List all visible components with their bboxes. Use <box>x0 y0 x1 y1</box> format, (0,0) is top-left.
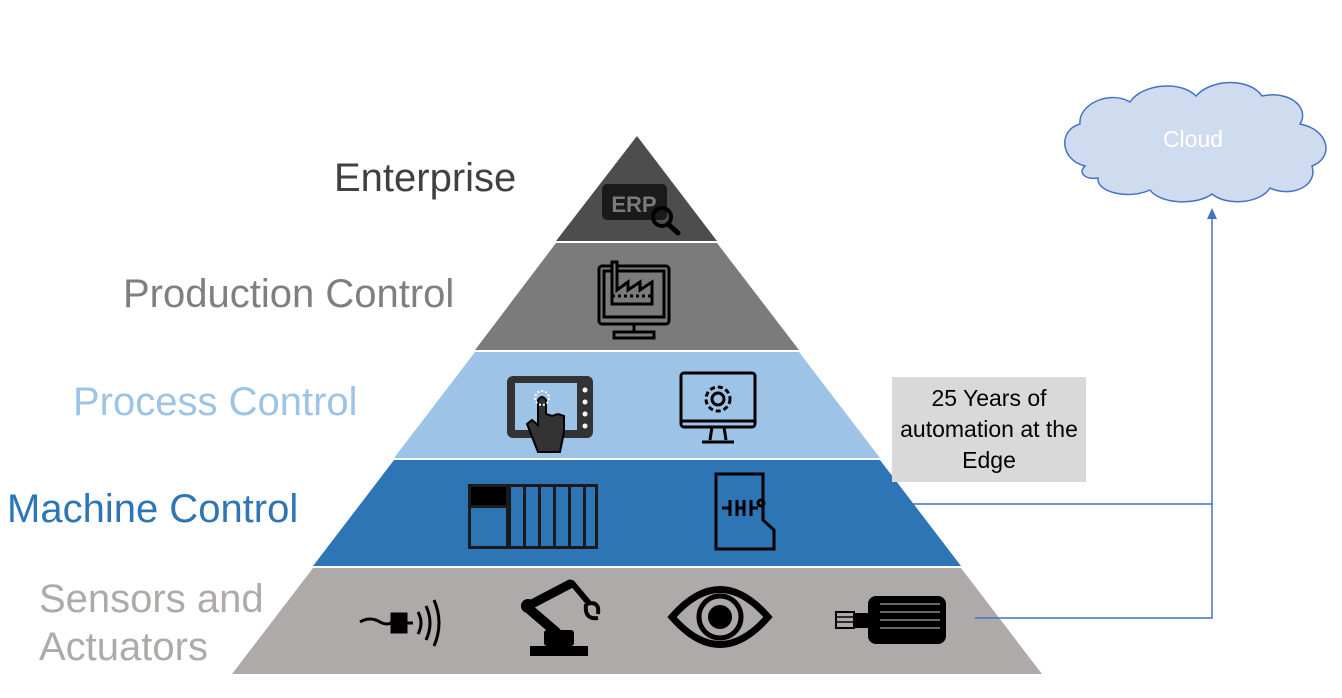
layer-label-sensors-line2: Actuators <box>39 625 208 669</box>
tier-process-control <box>394 352 880 458</box>
layer-label-machine-control: Machine Control <box>7 487 299 531</box>
tier-sensors-actuators <box>232 568 1042 674</box>
layer-label-sensors-actuators: Sensors and Actuators <box>39 575 299 671</box>
gear-monitor-icon <box>679 371 757 444</box>
edge-note-text: 25 Years of automation at the Edge <box>900 385 1078 473</box>
erp-search-icon: ERP <box>602 184 681 236</box>
layer-label-enterprise: Enterprise <box>334 156 517 200</box>
sensors-connector <box>975 216 1213 619</box>
layer-label-sensors-line1: Sensors and <box>39 577 264 621</box>
layer-label-production-control: Production Control <box>123 272 455 316</box>
motor-icon <box>835 596 946 644</box>
eye-vision-icon <box>667 586 773 648</box>
connector-arrowhead <box>1207 208 1217 219</box>
ladder-logic-sdcard-icon <box>714 472 776 551</box>
proximity-sensor-icon <box>359 599 441 647</box>
layer-label-process-control: Process Control <box>73 380 358 424</box>
robot-arm-icon <box>521 579 601 656</box>
edge-automation-note: 25 Years of automation at the Edge <box>892 377 1086 482</box>
cloud-label: Cloud <box>1162 126 1224 152</box>
plc-rack-icon <box>468 484 598 549</box>
cloud-shape <box>1064 81 1327 203</box>
factory-monitor-icon <box>597 260 671 340</box>
cloud-connectors <box>912 208 1217 619</box>
erp-icon-text: ERP <box>611 192 656 217</box>
tier-machine-control <box>313 460 961 566</box>
touch-panel-icon <box>507 376 593 453</box>
